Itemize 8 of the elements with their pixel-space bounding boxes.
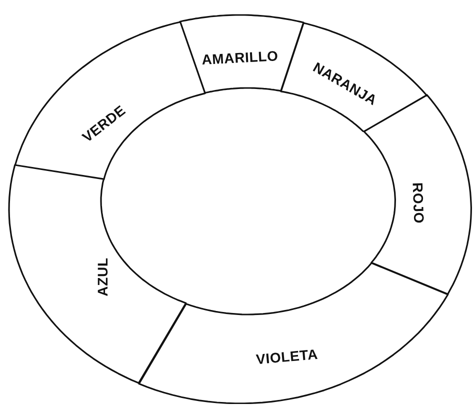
- ring-segment: [179, 14, 305, 94]
- ring-segment: [138, 262, 449, 404]
- segment-label: AMARILLO: [201, 46, 279, 70]
- ring-segment: [280, 22, 428, 132]
- segment-label: AZUL: [93, 258, 112, 296]
- ring-segment: [8, 164, 187, 384]
- segment-label: ROJO: [408, 182, 428, 224]
- segment-label: VIOLETA: [255, 344, 319, 370]
